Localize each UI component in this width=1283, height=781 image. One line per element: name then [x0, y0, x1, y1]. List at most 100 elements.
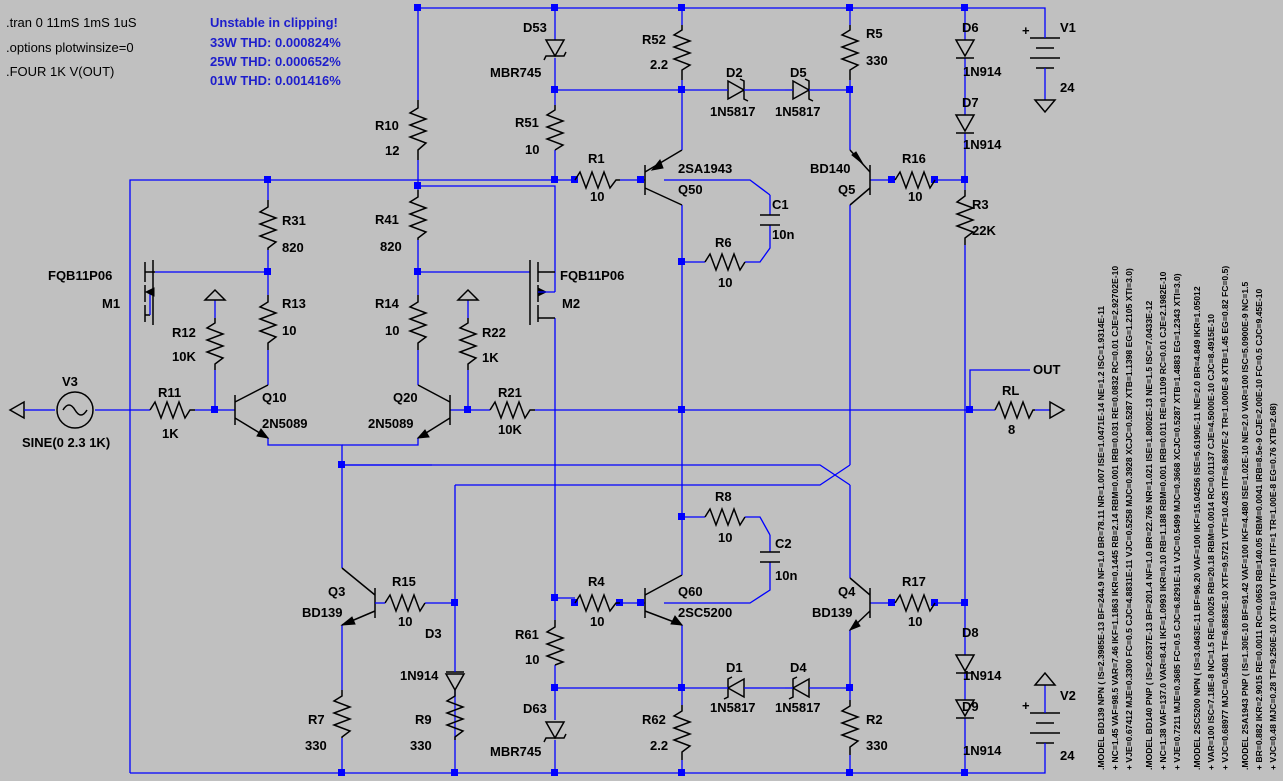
diode-d1 [720, 676, 760, 700]
val-r22: 1K [482, 350, 499, 365]
transistor-q4 [848, 577, 871, 632]
model-line: .MODEL 2SA1943 PNP ( IS=1.30E-10 BF=91.4… [1240, 281, 1250, 770]
ref-m2: M2 [562, 296, 580, 311]
resistor-r5 [839, 25, 861, 80]
val-r51: 10 [525, 142, 539, 157]
mosfet-m2 [529, 260, 555, 325]
model-line: + VAR=100 ISC=7.18E-8 NC=1.5 RE=0.0025 R… [1206, 314, 1216, 770]
model-line: .MODEL BD139 NPN ( IS=2.3985E-13 BF=244.… [1096, 306, 1106, 770]
resistor-r22 [457, 318, 479, 370]
ref-v3: V3 [62, 374, 78, 389]
ref-q4: Q4 [838, 584, 856, 599]
diode-d53 [543, 39, 567, 61]
label-out: OUT [1033, 362, 1061, 377]
diode-d7 [954, 114, 976, 134]
ref-r21: R21 [498, 385, 522, 400]
val-d4: 1N5817 [775, 700, 821, 715]
model-line: + VJC=0.68977 MJC=0.54081 TF=6.8583E-10 … [1220, 266, 1230, 770]
ref-d6: D6 [962, 20, 979, 35]
val-v2: 24 [1060, 748, 1075, 763]
val-r10: 12 [385, 143, 399, 158]
ref-r6: R6 [715, 235, 732, 250]
note-thd-33w: 33W THD: 0.000824% [210, 35, 341, 50]
resistor-r51 [544, 105, 566, 151]
ref-v2: V2 [1060, 688, 1076, 703]
val-q50: 2SA1943 [678, 161, 732, 176]
transistor-q60 [644, 560, 684, 626]
resistor-r21 [489, 399, 535, 421]
ref-r9: R9 [415, 712, 432, 727]
val-d2: 1N5817 [710, 104, 756, 119]
ref-r14: R14 [375, 296, 400, 311]
junction-dots [211, 4, 973, 776]
val-d6: 1N914 [963, 64, 1002, 79]
transistor-q5 [849, 149, 871, 206]
model-line: + NC=1.45 VAF=98.5 VAR=7.46 IKF=1.1863 I… [1110, 266, 1120, 770]
val-d8: 1N914 [963, 668, 1002, 683]
val-q4: BD139 [812, 605, 852, 620]
val-r16: 10 [908, 189, 922, 204]
model-line: .MODEL 2SC5200 NPN ( IS=3.0463E-11 BF=96… [1192, 286, 1202, 770]
resistor-r13 [257, 295, 279, 350]
resistor-r3 [954, 190, 976, 245]
val-r14: 10 [385, 323, 399, 338]
ref-d63: D63 [523, 701, 547, 716]
diode-d2 [720, 78, 760, 102]
val-r13: 10 [282, 323, 296, 338]
ref-r12: R12 [172, 325, 196, 340]
val-q20: 2N5089 [368, 416, 414, 431]
ground-r22 [456, 288, 480, 301]
ref-r17: R17 [902, 574, 926, 589]
val-r9: 330 [410, 738, 432, 753]
model-line: + NC=1.38 VAF=137.0 VAR=8.41 IKF=1.0993 … [1158, 271, 1168, 770]
resistor-r9 [444, 690, 466, 740]
model-line: .MODEL BD140 PNP ( IS=2.0537E-13 BF=201.… [1144, 301, 1154, 770]
val-d9: 1N914 [963, 743, 1002, 758]
ref-d3: D3 [425, 626, 442, 641]
transistor-q20 [416, 384, 451, 439]
resistor-r62 [671, 705, 693, 760]
val-d53: MBR745 [490, 65, 541, 80]
val-q10: 2N5089 [262, 416, 308, 431]
ref-c1: C1 [772, 197, 789, 212]
val-q60: 2SC5200 [678, 605, 732, 620]
ref-d8: D8 [962, 625, 979, 640]
val-r1: 10 [590, 189, 604, 204]
ref-q5: Q5 [838, 182, 855, 197]
val-d7: 1N914 [963, 137, 1002, 152]
ground-rl [1049, 400, 1066, 420]
val-r3: 22K [972, 223, 996, 238]
val-r6: 10 [718, 275, 732, 290]
model-line: + BR=0.882 IKR=2.9015 RE=0.0011 RC=0.065… [1254, 288, 1264, 770]
model-line: + VJE=0.67412 MJE=0.3300 FC=0.5 CJC=4.88… [1124, 268, 1134, 770]
val-r12: 10K [172, 349, 196, 364]
transistor-q3 [340, 567, 385, 626]
transistor-q10 [234, 384, 270, 439]
val-d5: 1N5817 [775, 104, 821, 119]
resistor-r11 [149, 399, 195, 421]
ref-r52: R52 [642, 32, 666, 47]
ref-d5: D5 [790, 65, 807, 80]
val-r52: 2.2 [650, 57, 668, 72]
resistor-r52 [671, 25, 693, 80]
battery-v1: + [1022, 23, 1060, 114]
model-line: + VJC=0.48 MJC=0.28 TF=9.250E-10 XTF=10 … [1268, 403, 1278, 770]
note-thd-25w: 25W THD: 0.000652% [210, 54, 341, 69]
ref-r1: R1 [588, 151, 605, 166]
diode-d5 [785, 78, 830, 102]
val-m1: FQB11P06 [48, 268, 112, 283]
model-line: + VJE=0.7211 MJE=0.3685 FC=0.5 CJC=6.829… [1172, 273, 1182, 770]
ref-d4: D4 [790, 660, 807, 675]
resistor-r15 [384, 592, 426, 614]
svg-text:+: + [1022, 698, 1030, 713]
directive-four: .FOUR 1K V(OUT) [6, 64, 114, 79]
ref-r61: R61 [515, 627, 539, 642]
ref-c2: C2 [775, 536, 792, 551]
resistor-r61 [544, 620, 566, 666]
ref-r51: R51 [515, 115, 539, 130]
ref-r5: R5 [866, 26, 883, 41]
ref-q20: Q20 [393, 390, 418, 405]
ref-d9: D9 [962, 699, 979, 714]
val-r15: 10 [398, 614, 412, 629]
val-m2: FQB11P06 [560, 268, 624, 283]
